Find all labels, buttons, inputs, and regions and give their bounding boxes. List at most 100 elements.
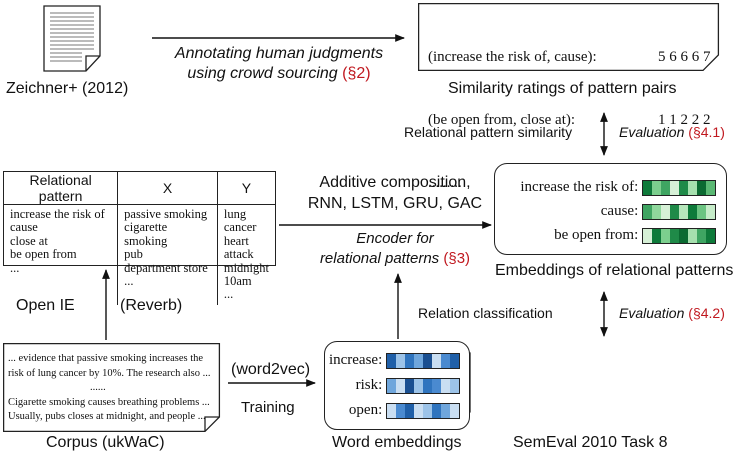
embedding-cell (697, 180, 706, 195)
encoder-title-line1: Encoder for (356, 230, 434, 247)
rel-embeddings-caption: Embeddings of relational patterns (495, 262, 734, 279)
relational-embeddings-box: increase the risk of: cause: be open fro… (494, 163, 727, 255)
eval-top-left: Relational pattern similarity (404, 124, 573, 140)
embedding-cell (405, 353, 414, 368)
ratings-document: (increase the risk of, cause):5 6 6 6 7 … (418, 3, 720, 191)
embedding-cell (661, 204, 670, 219)
ratings-rows: (increase the risk of, cause):5 6 6 6 7 … (428, 5, 711, 236)
embedding-cell (405, 378, 414, 393)
corpus-line-3: ...... (90, 382, 106, 393)
embedding-cell (450, 378, 459, 393)
annotation-line2-wrap: using crowd sourcing (§2) (154, 64, 404, 84)
embedding-cell (441, 403, 450, 418)
embedding-cell (414, 378, 423, 393)
encoder-line2: RNN, LSTM, GRU, GAC (307, 195, 483, 212)
training-label: Training (241, 399, 295, 416)
embedding-cell (679, 180, 688, 195)
embedding-cell (643, 180, 652, 195)
embedding-cell (423, 378, 432, 393)
rel-embedding-rows: increase the risk of: cause: be open fro… (520, 175, 716, 247)
embedding-cell (423, 403, 432, 418)
corpus-line-2: risk of lung cancer by 10%. The research… (8, 367, 211, 379)
ratings-pattern-1: (increase the risk of, cause): (428, 49, 597, 65)
rel-embedding-label-1: increase the risk of: (520, 179, 639, 195)
corpus-text: ... evidence that passive smoking increa… (8, 352, 210, 425)
embedding-cell (670, 204, 679, 219)
eval-top-ref: (§4.1) (688, 124, 725, 140)
ratings-pattern-2: (be open from, close at): (428, 112, 576, 128)
word-embedding-bar-3 (386, 402, 460, 419)
rel-embedding-row: be open from: (520, 223, 716, 247)
word-embedding-rows: increase: risk: open: (329, 348, 460, 423)
rel-embedding-row: increase the risk of: (520, 175, 716, 199)
ratings-row: (increase the risk of, cause): 5 6 6 6 7 (428, 47, 711, 68)
reverb-label: (Reverb) (120, 297, 183, 314)
word-embeddings-box: increase: risk: open: (324, 341, 470, 430)
corpus-line-5: Usually, pubs closes at midnight, and pe… (8, 411, 206, 422)
eval-top-eval: Evaluation (619, 124, 685, 140)
corpus-line-1: ... evidence that passive smoking increa… (8, 353, 204, 364)
eval-bottom-left: Relation classification (418, 305, 553, 321)
corpus-caption: Corpus (ukWaC) (46, 434, 165, 451)
annotation-ref: (§2) (342, 65, 371, 82)
ratings-pattern-3: ......... (428, 175, 462, 191)
embedding-cell (441, 353, 450, 368)
word-embedding-bar-2 (386, 377, 460, 394)
rel-embedding-bar-2 (642, 203, 716, 220)
embedding-cell (396, 403, 405, 418)
embedding-cell (387, 403, 396, 418)
rel-embedding-row: cause: (520, 199, 716, 223)
word-embedding-label-3: open: (348, 402, 383, 418)
embedding-cell (706, 180, 715, 195)
eval-bottom-right: Evaluation (§4.2) (619, 305, 725, 321)
embedding-cell (661, 228, 670, 243)
embedding-cell (688, 228, 697, 243)
embedding-cell (670, 180, 679, 195)
embedding-cell (688, 204, 697, 219)
corpus-document: ... evidence that passive smoking increa… (3, 343, 221, 433)
encoder-title-line2: relational patterns (319, 250, 440, 267)
embedding-cell (423, 353, 432, 368)
embedding-cell (432, 353, 441, 368)
embedding-cell (432, 403, 441, 418)
word-embedding-label-1: increase: (328, 352, 383, 368)
embedding-cell (697, 204, 706, 219)
table-column-x: passive smoking cigarette smoking pub de… (117, 204, 218, 305)
embedding-cell (706, 228, 715, 243)
embedding-cell (450, 403, 459, 418)
rel-embedding-label-3: be open from: (554, 227, 639, 243)
embedding-cell (643, 228, 652, 243)
embedding-cell (414, 353, 423, 368)
embedding-cell (414, 403, 423, 418)
ratings-scores-2: 1 1 2 2 2 (658, 112, 711, 128)
word-embedding-bar-1 (386, 352, 460, 369)
embedding-cell (450, 353, 459, 368)
annotation-line2: using crowd sourcing (187, 65, 338, 82)
embedding-cell (652, 228, 661, 243)
word-embedding-row: open: (329, 398, 460, 423)
annotation-text: Annotating human judgments using crowd s… (154, 44, 404, 84)
embedding-cell (670, 228, 679, 243)
eval-bottom-eval: Evaluation (619, 305, 685, 321)
rel-embedding-bar-3 (642, 227, 716, 244)
embedding-cell (387, 353, 396, 368)
document-icon-zeichner (43, 5, 101, 72)
embedding-cell (679, 204, 688, 219)
embedding-cell (432, 378, 441, 393)
embedding-cell (387, 378, 396, 393)
encoder-methods: Additive composition, RNN, LSTM, GRU, GA… (290, 172, 500, 214)
embedding-cell (661, 180, 670, 195)
openie-label: Open IE (16, 297, 75, 314)
word-embeddings-caption: Word embeddings (332, 434, 462, 451)
embedding-cell (688, 180, 697, 195)
table-column-pattern: increase the risk of cause close at be o… (10, 207, 105, 275)
eval-top-right: Evaluation (§4.1) (619, 124, 725, 140)
word-embedding-row: risk: (329, 373, 460, 398)
encoder-ref: (§3) (443, 250, 471, 267)
embedding-cell (396, 353, 405, 368)
corpus-line-4: Cigarette smoking causes breathing probl… (8, 396, 210, 408)
ratings-scores-1: 5 6 6 6 7 (658, 49, 711, 65)
embedding-cell (396, 378, 405, 393)
embedding-cell (441, 378, 450, 393)
rel-embedding-label-2: cause: (600, 203, 639, 219)
